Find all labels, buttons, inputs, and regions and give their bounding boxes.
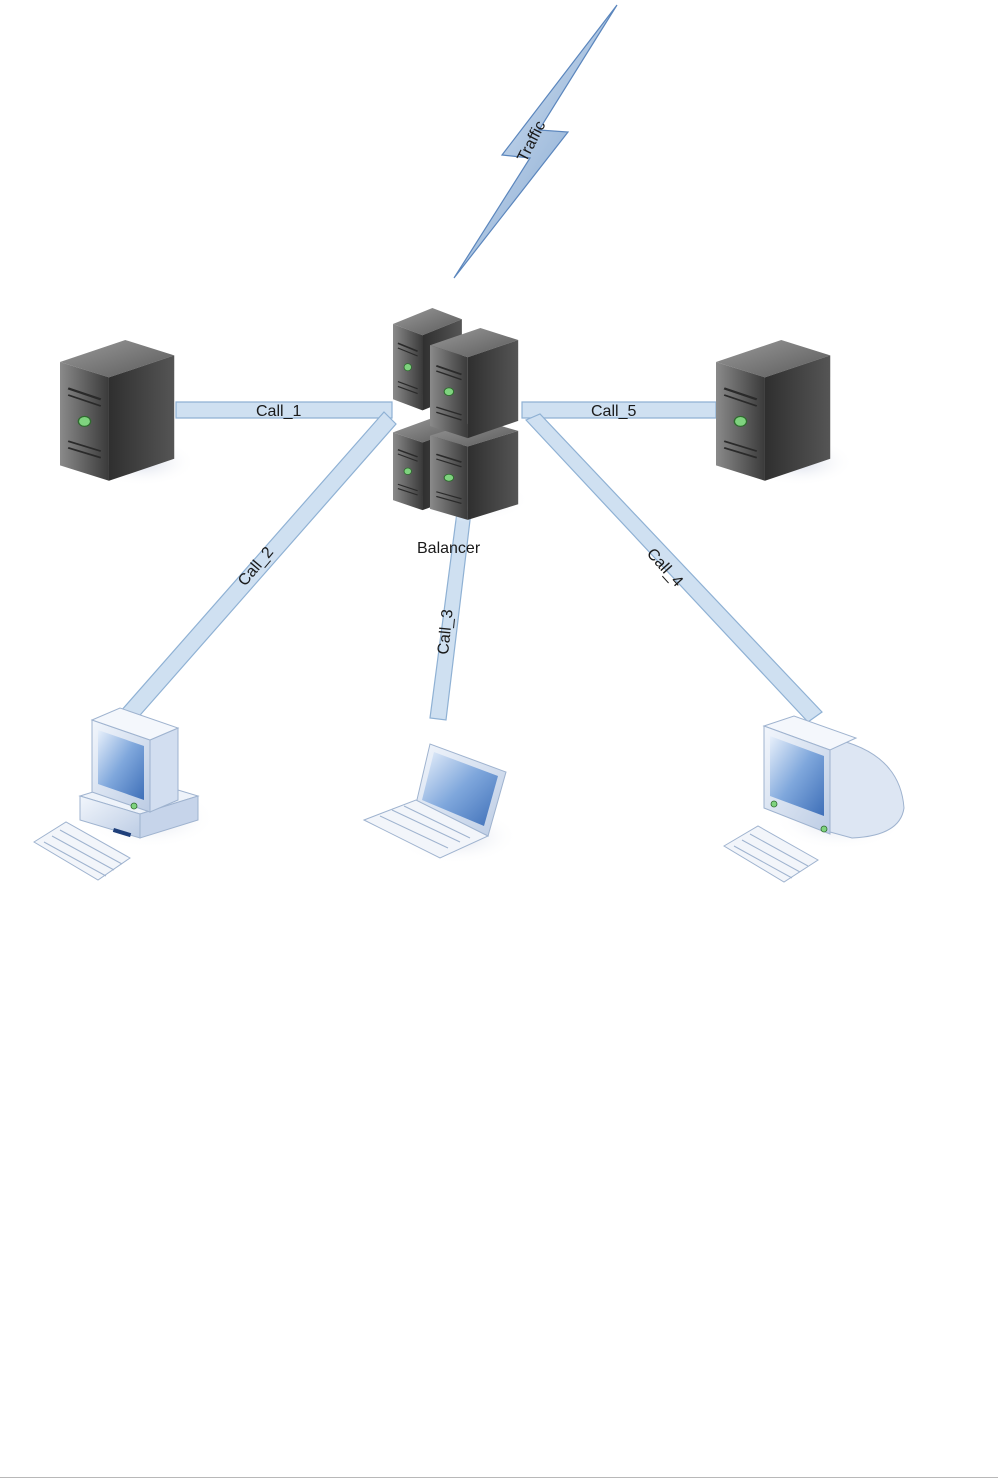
- right-server-icon: [716, 340, 854, 486]
- laptop-computer-icon: [364, 744, 518, 864]
- crt-workstation-icon: [724, 716, 906, 882]
- balancer-label: Balancer: [417, 540, 481, 557]
- call-5-label: Call_5: [591, 403, 636, 420]
- desktop-computer-icon: [34, 708, 216, 880]
- page-bottom-rule: [0, 1477, 998, 1478]
- call-1-label: Call_1: [256, 403, 301, 420]
- balancer-server-cluster-icon: [393, 308, 530, 522]
